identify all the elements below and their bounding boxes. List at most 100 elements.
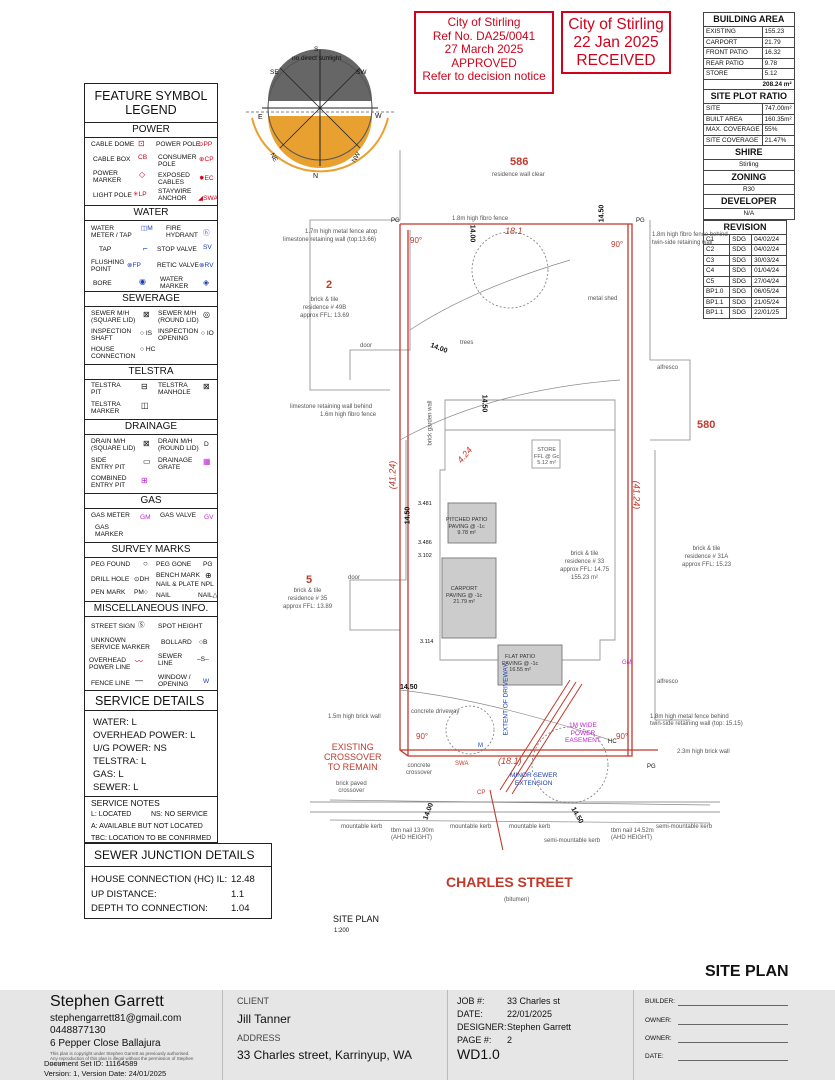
dim-top: 18.1 [505,226,523,236]
water-meter-icon: ◫M [141,225,153,232]
sewer-junction-details: SEWER JUNCTION DETAILS HOUSE CONNECTION … [84,843,272,919]
power-easement-hatch [499,679,583,795]
legend-telstra-pit: TELSTRA [91,382,121,389]
legend-house: HOUSE [91,346,115,353]
sheet-title: SITE PLAN [705,963,789,980]
approved-stamp-line: Ref No. DA25/0041 [432,28,536,43]
bore-icon: ◉ [139,277,146,286]
pr-value: 21.47% [761,134,795,146]
window-icon: W [203,678,210,685]
fence-top: 1.8m high fibro fence [452,216,509,222]
rev-date: 06/05/24 [751,286,787,298]
legend-grate: GRATE [158,464,181,471]
legend-sewer-line: LINE [158,660,173,667]
rev-date: 27/04/24 [751,275,787,287]
ba-value: 16.32 [761,47,795,59]
tbm-left: tbm nail 13.90m(AHD HEIGHT) [391,828,434,841]
nail-icon: NAIL△ [198,592,218,599]
legend-drain-round-lid: (ROUND LID) [158,445,199,452]
retaining-wall-2: 1.6m high fibro fence [320,412,377,418]
version-info: Version: 1, Version Date: 24/01/2025 [44,1069,167,1078]
pr-label: MAX. COVERAGE [703,124,763,136]
legend-gas-meter: GAS METER [91,512,130,519]
sewer-mh-square-icon: ⊠ [143,310,150,319]
fence-line-icon: — [135,676,143,685]
consumer-pole-icon: ⊕CP [199,156,214,163]
document-set-id: Document Set ID: 11164589 [44,1059,138,1068]
legend-side: SIDE [91,457,107,464]
peg-marker-top-left: PG [391,218,400,224]
pr-value: 747.00m² [761,103,795,115]
legend-stop-valve: STOP VALVE [157,246,197,253]
legend-staywire: STAYWIRE [158,188,192,195]
date-label-2: DATE: [645,1053,664,1060]
site-address: 33 Charles street, Karrinyup, WA [237,1048,412,1062]
legend-sewer-mh-round: SEWER M/H [158,310,197,317]
legend-round-lid: (ROUND LID) [158,317,199,324]
fence-left-1: 1.7m high metal fence atop [305,229,378,235]
designer-panel: Stephen Garrett stephengarrett81@gmail.c… [44,990,223,1080]
client-name: Jill Tanner [237,1012,291,1026]
developer-title: DEVELOPER [703,194,795,209]
legend-power-line: POWER LINE [89,664,131,671]
legend-pen-mark: PEN MARK [91,589,126,596]
page-label: PAGE #: [457,1035,492,1045]
pr-value: 160.35m² [761,113,795,125]
lot-586: 586 [510,156,529,168]
legend-inspection-2: INSPECTION [158,328,199,335]
designer-address: 6 Pepper Close Ballajura [50,1038,161,1049]
door-lower: door [348,575,361,581]
note-available: A: AVAILABLE BUT NOT LOCATED [91,823,203,830]
service-water: WATER: L [93,717,137,728]
received-stamp-line: RECEIVED [576,52,656,69]
building-area-title: BUILDING AREA [703,12,795,27]
service-overhead-power: OVERHEAD POWER: L [93,730,196,741]
title-block: Stephen Garrett stephengarrett81@gmail.c… [0,990,835,1080]
angle-top-right: 90° [611,240,624,249]
rev-date: 04/02/24 [751,244,787,256]
legend-opening-2: OPENING [158,681,189,688]
power-marker-icon: ◇ [139,170,146,179]
legend-consumer: CONSUMER [158,154,197,161]
job-panel: JOB #: 33 Charles st DATE: 22/01/2025 DE… [447,990,634,1080]
zoning-title: ZONING [703,169,795,185]
legend-gas-marker-2: MARKER [95,531,124,538]
service-telstra: TELSTRA: L [93,756,147,767]
shire-title: SHIRE [703,145,795,160]
sun-label-sw: SW [356,69,367,76]
brick-wall-left: 1.5m high brick wall [328,714,381,720]
water-meter-marker: M [478,743,483,749]
copyright-notice: This plan is copyright under Stephen Gar… [50,1051,194,1066]
legend-power-pole: POWER POLE [156,141,201,148]
service-sewer: SEWER: L [93,782,139,793]
legend-tap: TAP [99,246,112,253]
legend-telstra-manhole: TELSTRA [158,382,188,389]
service-notes-title: SERVICE NOTES [91,798,160,808]
developer-value: N/A [703,208,795,220]
sewer-up-label: UP DISTANCE: [91,889,157,900]
staywire-anchor-icon: ◢SWA [198,195,218,202]
ba-total: 208.24 m² [703,78,795,90]
mountable-kerb-3: mountable kerb [509,824,551,830]
legend-consumer-pole: POLE [158,161,176,168]
stop-valve-icon: SV [203,244,212,251]
sewer-up-value: 1.1 [231,889,245,900]
legend-service-marker: SERVICE MARKER [91,644,150,651]
legend-inspection: INSPECTION [91,328,132,335]
metal-shed: metal shed [588,296,618,302]
dim-left: (41.24) [387,460,398,490]
rev-code: BP1.1 [702,307,731,319]
drain-mh-round-icon: D [204,441,209,448]
angle-top-left: 90° [410,236,423,245]
door-left: door [360,343,373,349]
date-label: DATE: [457,1009,483,1019]
contour-label: 14.50 [598,204,606,223]
extent-of-driveway: EXTENT OF DRIVEWAY [502,663,510,736]
dim-offset: 3.486 [418,540,432,546]
ba-label: FRONT PATIO [703,47,763,59]
site-plan-small-label: SITE PLAN [333,914,380,924]
